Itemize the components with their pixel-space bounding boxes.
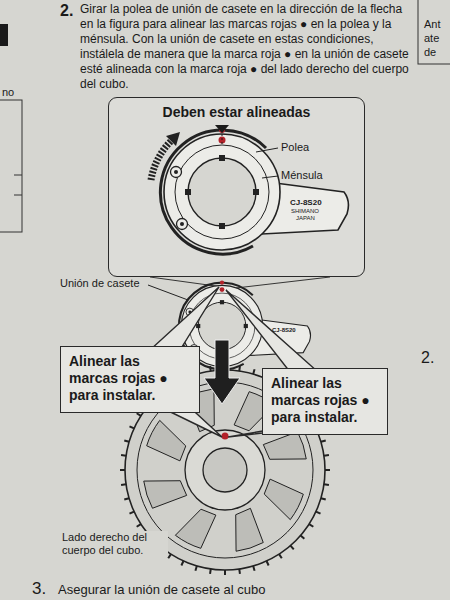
leader-line	[262, 176, 278, 178]
zoom-line	[236, 277, 330, 288]
sprocket-tooth	[120, 469, 125, 471]
inset-ground	[109, 98, 364, 276]
brand-mark: SHIMANO	[291, 208, 319, 215]
sprocket-tooth	[253, 369, 254, 374]
sprocket-tooth	[168, 554, 171, 558]
sprocket-tooth	[137, 413, 141, 416]
spoke-window	[263, 432, 306, 460]
sprocket-tooth	[279, 554, 282, 558]
step-number: 3.	[32, 579, 46, 599]
callout-text: Alinear las marcas rojas ● para instalar…	[271, 375, 379, 426]
model-mark: CJ-8S20	[290, 198, 322, 208]
section-tab	[0, 24, 8, 46]
sprocket-tooth	[325, 469, 330, 471]
leader-line	[148, 285, 188, 300]
sprocket-tooth	[124, 440, 129, 441]
side-box	[0, 100, 22, 232]
leader-line	[256, 148, 278, 152]
sprocket-tooth	[209, 569, 212, 574]
inset-heading: Deben estar alineadas	[115, 104, 358, 121]
callout-pointer	[150, 287, 219, 350]
sprocket-tooth	[309, 524, 313, 527]
sprocket-tooth	[129, 426, 134, 428]
sprocket-tooth	[267, 561, 269, 566]
step-number: 2.	[421, 348, 434, 367]
sprocket-tooth	[181, 561, 183, 566]
sprocket-tooth	[195, 566, 196, 571]
sprocket-tooth	[137, 524, 141, 527]
callout-box: Alinear las marcas rojas ● para instalar…	[262, 368, 388, 435]
text-fragment: ate	[424, 32, 439, 45]
alignment-marker	[215, 125, 229, 133]
sprocket-tooth	[224, 570, 226, 575]
side-tick	[14, 195, 22, 196]
side-tick	[14, 175, 22, 176]
text-fragment: Ant	[424, 18, 441, 31]
part-name: Polea	[281, 141, 309, 154]
sprocket-tooth	[238, 569, 241, 574]
spoke-window	[144, 481, 187, 509]
text-fragment: no	[2, 86, 14, 99]
sprocket-tooth	[324, 483, 329, 486]
sprocket-tooth	[124, 498, 129, 499]
sprocket-tooth	[316, 512, 321, 514]
install-arrow	[204, 340, 240, 404]
alignment-line	[222, 134, 223, 146]
red-mark	[222, 433, 229, 440]
callout-pointer	[226, 290, 318, 372]
origin-mark: JAPAN	[296, 215, 315, 222]
sprocket-tooth	[121, 454, 126, 457]
sprocket-tooth	[121, 483, 126, 486]
step-text: Girar la polea de unión de casete en la …	[80, 2, 416, 92]
step-text: Asegurar la unión de casete al cubo	[58, 582, 265, 598]
model-mark: CJ-8S20	[272, 327, 296, 334]
sprocket-tooth	[290, 546, 293, 550]
part-name: Lado derecho del cuerpo del cubo.	[60, 531, 168, 557]
hub-axle	[203, 448, 247, 492]
sprocket-tooth	[321, 440, 326, 441]
text-fragment: de	[424, 46, 436, 59]
rotation-arrowhead	[166, 132, 180, 146]
callout-box: Alinear las marcas rojas ● para instalar…	[60, 346, 200, 413]
sprocket-tooth	[301, 535, 305, 538]
spoke-window	[147, 420, 186, 460]
cassette-joint-tool	[160, 127, 348, 254]
spoke-window	[236, 508, 264, 551]
sprocket-tooth	[129, 512, 134, 514]
part-name: Ménsula	[281, 169, 323, 182]
step-number: 2.	[60, 1, 80, 20]
sprocket-tooth	[321, 498, 326, 499]
side-box	[418, 0, 450, 64]
sprocket-tooth	[253, 566, 254, 571]
spoke-window	[264, 479, 303, 519]
part-name: Unión de casete	[60, 277, 140, 290]
rotation-arrow	[151, 141, 171, 180]
inset-frame: Deben estar alineadas	[108, 97, 365, 277]
callout-text: Alinear las marcas rojas ● para instalar…	[69, 353, 191, 404]
sprocket-tooth	[324, 454, 329, 457]
hub-ring	[185, 430, 265, 510]
spoke-window	[175, 509, 215, 548]
